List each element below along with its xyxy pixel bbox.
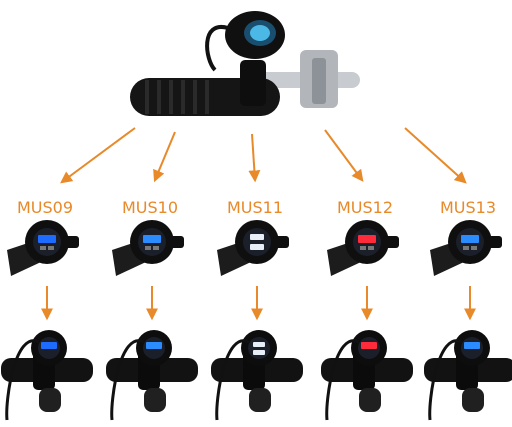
usb-port xyxy=(250,234,264,240)
installed-cap xyxy=(39,388,61,412)
installed-face xyxy=(248,337,270,359)
installed-5 xyxy=(424,330,512,421)
hero-handlebar-photo xyxy=(130,11,360,116)
usb-port xyxy=(250,244,264,250)
arrow-top-4 xyxy=(324,129,364,182)
led-display xyxy=(143,235,161,243)
installed-row xyxy=(1,330,512,421)
usb-port xyxy=(463,246,469,250)
led-display xyxy=(461,235,479,243)
led-display xyxy=(38,235,56,243)
installed-cap xyxy=(249,388,271,412)
usb-port xyxy=(253,350,265,355)
socket-thread xyxy=(383,236,399,248)
arrow-top-5 xyxy=(404,127,467,184)
usb-port xyxy=(40,246,46,250)
installed-4 xyxy=(321,330,413,421)
arrows-top xyxy=(60,127,467,184)
installed-cap xyxy=(144,388,166,412)
installed-cap xyxy=(462,388,484,412)
usb-port xyxy=(368,246,374,250)
cable xyxy=(325,339,360,421)
model-label-2: MUS10 xyxy=(122,198,178,217)
usb-port xyxy=(145,246,151,250)
led-display xyxy=(464,342,480,349)
usb-port xyxy=(471,246,477,250)
led-display xyxy=(41,342,57,349)
cable xyxy=(215,339,250,421)
usb-port xyxy=(253,342,265,347)
socket-thread xyxy=(486,236,502,248)
led-display xyxy=(358,235,376,243)
usb-port xyxy=(48,246,54,250)
arrow-top-2 xyxy=(153,131,176,183)
socket-thread xyxy=(168,236,184,248)
installed-1 xyxy=(1,330,93,421)
socket-3 xyxy=(217,220,289,276)
socket-1 xyxy=(7,220,79,276)
model-label-5: MUS13 xyxy=(440,198,496,217)
socket-row xyxy=(7,220,502,276)
model-label-4: MUS12 xyxy=(337,198,393,217)
socket-thread xyxy=(63,236,79,248)
cable xyxy=(5,339,40,421)
socket-thread xyxy=(273,236,289,248)
led-display xyxy=(361,342,377,349)
cable xyxy=(110,339,145,421)
socket-4 xyxy=(327,220,399,276)
socket-2 xyxy=(112,220,184,276)
installed-cap xyxy=(359,388,381,412)
cable xyxy=(428,339,463,421)
model-label-1: MUS09 xyxy=(17,198,73,217)
arrow-top-3 xyxy=(248,133,261,183)
arrows-down xyxy=(41,286,476,321)
led-display xyxy=(146,342,162,349)
model-labels: MUS09 MUS10 MUS11 MUS12 MUS13 xyxy=(17,198,496,217)
installed-3 xyxy=(211,330,303,421)
arrow-top-1 xyxy=(60,127,136,184)
usb-port xyxy=(153,246,159,250)
usb-port xyxy=(360,246,366,250)
installed-2 xyxy=(106,330,198,421)
model-label-3: MUS11 xyxy=(227,198,283,217)
socket-face xyxy=(243,228,271,256)
socket-5 xyxy=(430,220,502,276)
